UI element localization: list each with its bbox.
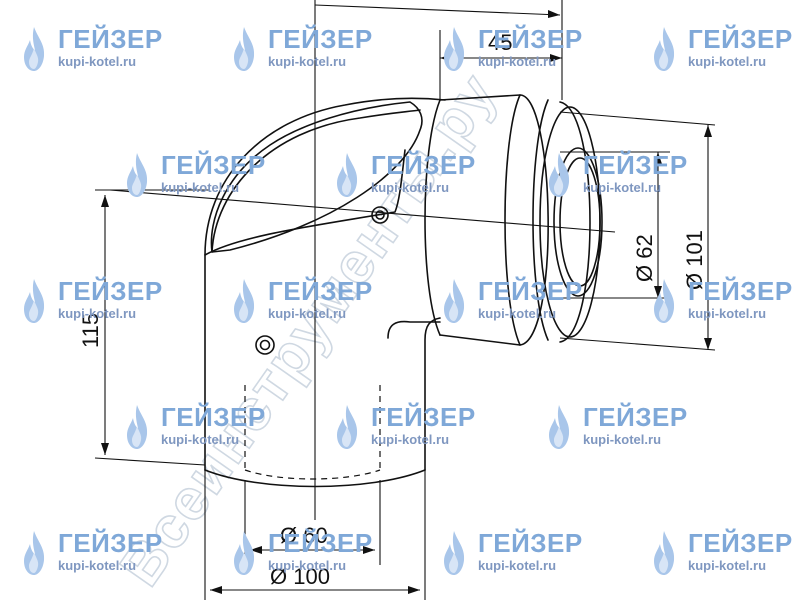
dim-outer-diameter-inlet: Ø 100: [270, 564, 330, 589]
flame-icon: [234, 279, 255, 323]
flame-icon: [337, 405, 358, 449]
flame-icon: [24, 27, 45, 71]
flame-icon: [654, 279, 675, 323]
flame-icon: [444, 27, 465, 71]
watermark-site: kupi-kotel.ru: [161, 180, 240, 195]
watermark-brand: ГЕЙЗЕР: [58, 528, 163, 558]
flame-icon: [234, 27, 255, 71]
flame-icon: [127, 405, 148, 449]
watermark-brand: ГЕЙЗЕР: [478, 276, 583, 306]
outlet-inner-pipe: [559, 157, 601, 287]
dim-outer-diameter-outlet: Ø 101: [682, 230, 707, 290]
flame-icon: [549, 153, 570, 197]
dim-offset-top: 45: [488, 30, 512, 55]
horizontal-centerline: [109, 189, 616, 233]
outlet-collar-rim: [439, 94, 549, 346]
watermark-brand: ГЕЙЗЕР: [478, 528, 583, 558]
flame-icon: [337, 153, 358, 197]
watermark-site: kupi-kotel.ru: [268, 306, 347, 321]
elbow-lip: [210, 101, 423, 253]
flame-icon: [654, 27, 675, 71]
watermark-brand: ГЕЙЗЕР: [161, 402, 266, 432]
flame-icon: [127, 153, 148, 197]
hidden-inner-pipe-bottom: [244, 469, 381, 480]
flame-icon: [444, 279, 465, 323]
watermark-brand: ГЕЙЗЕР: [268, 276, 373, 306]
watermark-site: kupi-kotel.ru: [268, 558, 347, 573]
flame-icon: [654, 531, 675, 575]
watermark-site: kupi-kotel.ru: [688, 558, 767, 573]
flame-icon: [234, 531, 255, 575]
watermark-site: kupi-kotel.ru: [688, 306, 767, 321]
watermark-brand: ГЕЙЗЕР: [583, 150, 688, 180]
watermark-brand: ГЕЙЗЕР: [371, 150, 476, 180]
watermark-site: kupi-kotel.ru: [371, 180, 450, 195]
watermark-site: kupi-kotel.ru: [371, 432, 450, 447]
watermark-site: kupi-kotel.ru: [161, 432, 240, 447]
watermark-brand: ГЕЙЗЕР: [583, 402, 688, 432]
watermark-brand: ГЕЙЗЕР: [58, 276, 163, 306]
watermark-brand: ГЕЙЗЕР: [688, 24, 793, 54]
outlet-ring-1: [504, 94, 521, 346]
elbow-saddle-seam: [204, 149, 406, 256]
watermark-site: kupi-kotel.ru: [688, 54, 767, 69]
flame-icon: [24, 531, 45, 575]
flame-icon: [549, 405, 570, 449]
watermark-site: kupi-kotel.ru: [58, 558, 137, 573]
watermark-site: kupi-kotel.ru: [478, 306, 557, 321]
watermark-site: kupi-kotel.ru: [268, 54, 347, 69]
dim-inner-diameter-outlet: Ø 62: [632, 234, 657, 282]
watermark-site: kupi-kotel.ru: [583, 180, 662, 195]
screw-lower: [255, 335, 275, 355]
watermark-brand: ГЕЙЗЕР: [268, 528, 373, 558]
outlet-collar-outer: [424, 99, 441, 336]
watermark-brand: ГЕЙЗЕР: [688, 528, 793, 558]
watermark-brand: ГЕЙЗЕР: [268, 24, 373, 54]
outlet-opening-inner: [553, 147, 603, 297]
watermark-brand: ГЕЙЗЕР: [58, 24, 163, 54]
elbow-notch: [387, 320, 441, 339]
outlet-face: [559, 101, 591, 343]
flame-icon: [444, 531, 465, 575]
watermark-brand: ГЕЙЗЕР: [371, 402, 476, 432]
outlet-ring-2: [532, 99, 549, 341]
dim-height: 115: [78, 313, 103, 348]
watermark-site: kupi-kotel.ru: [58, 54, 137, 69]
watermark-site: kupi-kotel.ru: [478, 558, 557, 573]
watermark-brand: ГЕЙЗЕР: [161, 150, 266, 180]
watermark-site: kupi-kotel.ru: [478, 54, 557, 69]
watermark-brand: ГЕЙЗЕР: [478, 24, 583, 54]
elbow-inner-leg: [424, 317, 441, 471]
dim-inner-diameter-inlet: Ø 60: [280, 523, 328, 548]
screw-upper: [371, 206, 389, 224]
flame-icon: [24, 279, 45, 323]
diagonal-watermark: Всеинструменты.ру: [107, 61, 510, 597]
elbow-top-seam: [211, 109, 421, 253]
watermark-site: kupi-kotel.ru: [583, 432, 662, 447]
watermark-site: kupi-kotel.ru: [58, 306, 137, 321]
watermark-brand: ГЕЙЗЕР: [688, 276, 793, 306]
